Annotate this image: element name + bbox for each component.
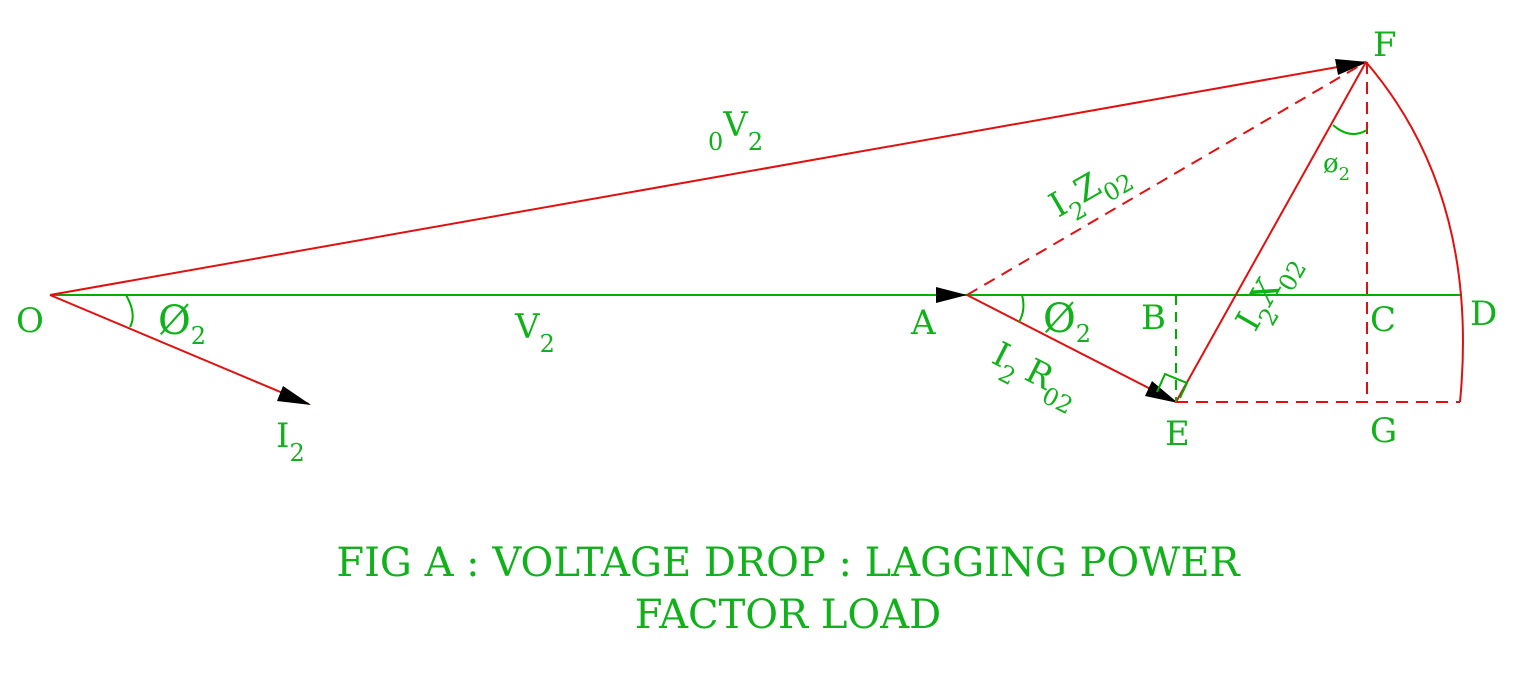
angle-arc-o [125, 294, 134, 328]
right-angle-marker [1156, 372, 1189, 399]
point-label-f: F [1373, 25, 1397, 65]
point-label-d: D [1470, 294, 1497, 334]
i2r02-vector [966, 294, 1177, 403]
i2x02-label: I2X02 [1228, 245, 1312, 342]
i2r02-arrowhead [1145, 381, 1178, 403]
angle-arc-f [1332, 124, 1368, 135]
point-label-e: E [1165, 414, 1190, 454]
phi-label-o: Ø2 [158, 298, 206, 350]
ov2-vector [49, 61, 1367, 296]
swing-arc [1365, 61, 1464, 403]
i2z02-vector [966, 61, 1367, 296]
v2-label: V2 [514, 307, 555, 358]
i2-arrowhead [277, 386, 311, 405]
ov2-label: 0V2 [708, 105, 763, 156]
caption-line-2: FACTOR LOAD [635, 592, 941, 638]
caption-line-1: FIG A : VOLTAGE DROP : LAGGING POWER [336, 540, 1241, 586]
point-label-a: A [910, 303, 936, 343]
phi-label-a: Ø2 [1043, 296, 1091, 348]
point-label-c: C [1370, 300, 1396, 340]
point-label-g: G [1370, 411, 1397, 451]
i2x02-vector [1175, 61, 1367, 403]
v2-arrowhead [936, 287, 967, 303]
i2-vector [49, 294, 310, 405]
ov2-arrowhead [1335, 59, 1368, 75]
i2z02-label: I2Z02 [1043, 150, 1139, 234]
point-label-o: O [16, 301, 44, 341]
point-label-b: B [1141, 298, 1166, 338]
i2-label: I2 [276, 416, 305, 467]
angle-arc-a [1018, 294, 1025, 323]
phi-label-f: ø2 [1323, 149, 1350, 185]
